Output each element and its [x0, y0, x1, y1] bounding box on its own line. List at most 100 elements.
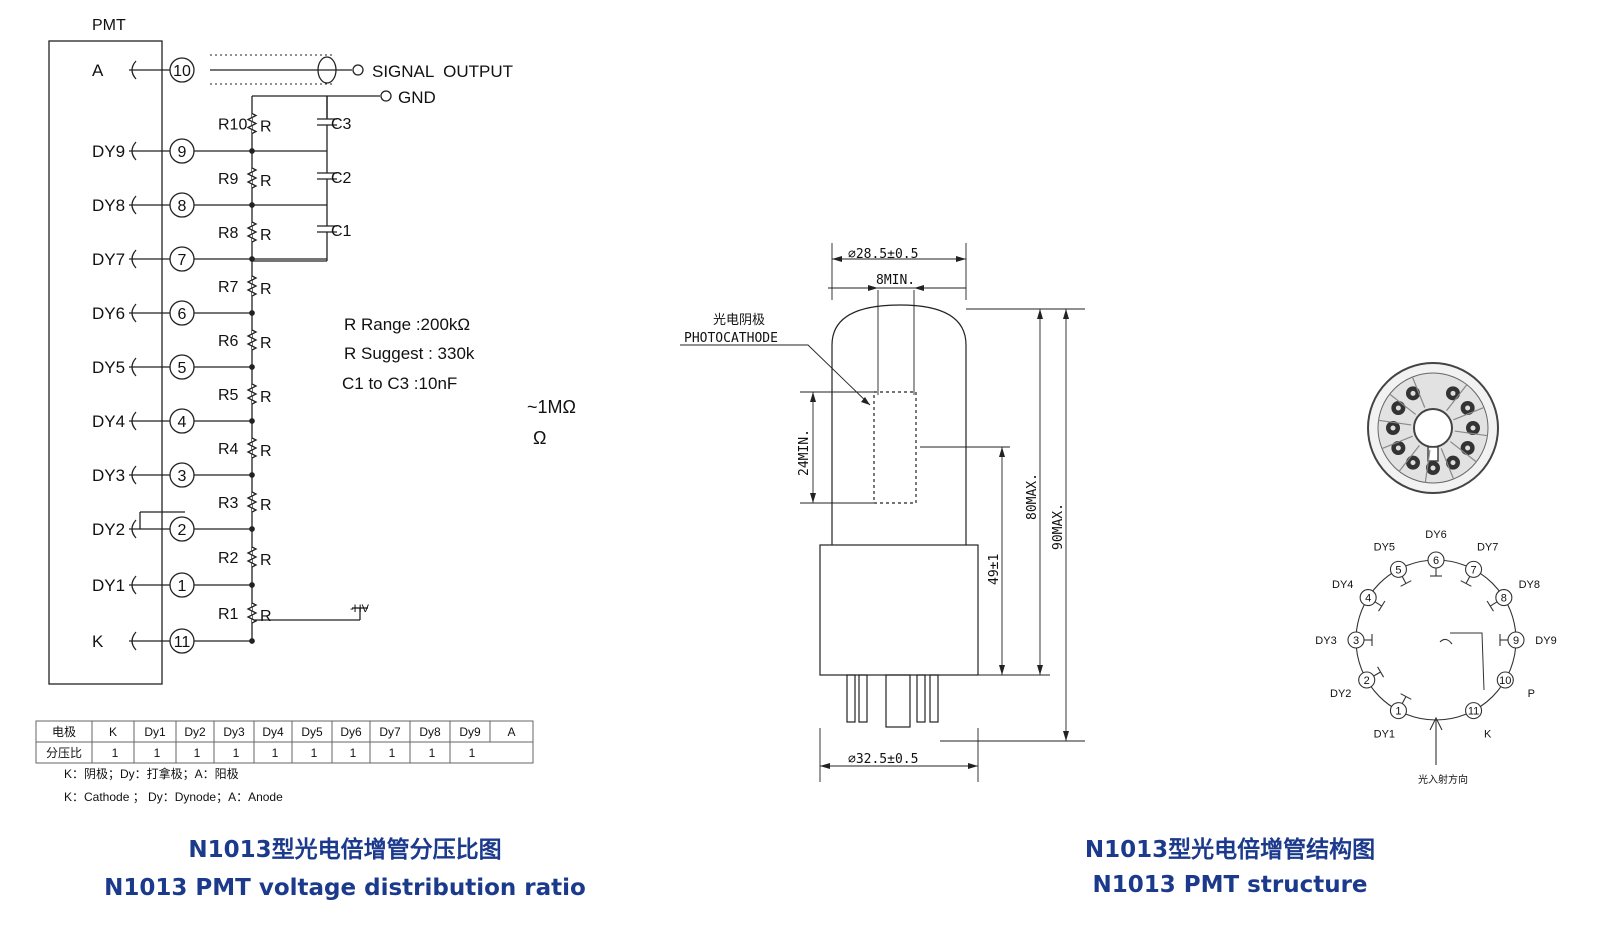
pinout-pin-number: 10 — [1499, 675, 1511, 687]
pinout-pin-number: 8 — [1501, 593, 1507, 605]
glass-envelope — [831, 304, 967, 545]
tube-key — [885, 674, 911, 728]
photocathode-leader — [680, 344, 871, 406]
tube-pin — [916, 674, 926, 723]
electrode-label: DY9 — [92, 142, 125, 161]
socket-hole-center — [1395, 445, 1401, 451]
socket-image — [1367, 362, 1499, 494]
tube-base — [819, 544, 979, 676]
coax-shield — [317, 56, 337, 84]
pinout-pin-number: 3 — [1353, 635, 1359, 647]
dim-8min: 8MIN. — [876, 273, 915, 288]
resistor-label: R2 — [218, 550, 239, 567]
tube-pin — [846, 674, 856, 723]
table-header-cell: 电极 — [52, 725, 76, 739]
hv-label: -HV — [350, 603, 370, 615]
junction-dot — [249, 310, 255, 316]
socket-hole-center — [1395, 405, 1401, 411]
dynode-stub — [1489, 601, 1498, 607]
pinout-pin-label: DY8 — [1519, 579, 1540, 591]
dim-80max: 80MAX. — [1025, 473, 1040, 520]
pin-number: 6 — [178, 306, 187, 323]
gnd-terminal — [380, 90, 392, 102]
extra-resistance: ~1MΩ — [527, 397, 576, 417]
table-header-cell: Dy7 — [379, 725, 401, 739]
socket-rib — [1440, 448, 1455, 480]
pinout-pin-label: DY2 — [1330, 688, 1351, 700]
socket-rib — [1454, 430, 1488, 437]
pinout-pin-label: DY7 — [1477, 541, 1498, 553]
pin-circle — [169, 57, 195, 83]
junction-dot — [249, 472, 255, 478]
pinout-pin-number: 7 — [1470, 564, 1476, 576]
pin-number: 9 — [178, 144, 187, 161]
resistor-label: R5 — [218, 387, 239, 404]
table-header-cell: Dy1 — [144, 725, 166, 739]
resistor-value: R — [260, 608, 272, 625]
photocathode-en: PHOTOCATHODE — [684, 331, 778, 346]
junction-dot — [249, 526, 255, 532]
tube-pin — [929, 674, 939, 723]
socket-hole-center — [1430, 465, 1436, 471]
pin-number: 7 — [178, 252, 187, 269]
table-header-cell: Dy5 — [301, 725, 323, 739]
socket-hole-center — [1470, 425, 1476, 431]
resistor-symbol — [246, 275, 258, 297]
resistor-label: R9 — [218, 171, 239, 188]
pinout-pin-circle — [1496, 671, 1514, 689]
tube-drawing — [680, 243, 1085, 782]
resistor-label: R8 — [218, 225, 239, 242]
dim-top-diameter: ∅28.5±0.5 — [848, 247, 918, 262]
anode-curve — [1439, 638, 1453, 645]
socket-hole-center — [1410, 460, 1416, 466]
resistor-symbol — [246, 546, 258, 568]
pinout-pin-circle — [1495, 589, 1513, 607]
left-caption-en: N1013 PMT voltage distribution ratio — [104, 875, 586, 901]
pin-number: 2 — [178, 522, 187, 539]
pinout-pin-label: DY9 — [1535, 635, 1556, 647]
resistor-symbol — [246, 329, 258, 351]
resistor-symbol — [246, 167, 258, 189]
socket-center-hole — [1413, 408, 1453, 448]
socket-hole-center — [1410, 390, 1416, 396]
table-ratio-cell: 1 — [350, 746, 357, 760]
extra-ohm: Ω — [533, 428, 546, 448]
electrode-label: DY4 — [92, 412, 125, 431]
pin-number: 10 — [173, 63, 191, 80]
table-header-cell: A — [507, 725, 515, 739]
socket-rib — [1453, 406, 1485, 421]
pinout-circle — [1355, 559, 1517, 721]
pin-number: 3 — [178, 468, 187, 485]
dynode-stub — [1401, 696, 1407, 704]
pinout-pin-label: DY3 — [1315, 635, 1336, 647]
anode-lead — [1450, 632, 1485, 691]
photocathode-area — [873, 391, 917, 504]
electrode-label: DY8 — [92, 196, 125, 215]
capacitor-label: C1 — [331, 223, 352, 240]
signal-output-terminal — [352, 64, 364, 76]
pinout-pin-number: 11 — [1468, 706, 1479, 718]
electrode-label: A — [92, 61, 104, 80]
resistor-label: R1 — [218, 606, 239, 623]
pinout-pin-number: 2 — [1364, 675, 1370, 687]
pmt-label: PMT — [92, 17, 126, 34]
socket-rib — [1449, 441, 1477, 463]
table-ratio-cell: 分压比 — [46, 746, 82, 760]
table-ratio-cell: 1 — [311, 746, 318, 760]
pinout-pin-circle — [1465, 702, 1483, 720]
electrode-label: DY1 — [92, 576, 125, 595]
electrode-label: K — [92, 632, 104, 651]
electrode-label: DY3 — [92, 466, 125, 485]
spec-line-2: R Suggest : 330k — [344, 344, 475, 363]
resistor-value: R — [260, 389, 272, 406]
resistor-value: R — [260, 497, 272, 514]
pmt-box — [48, 40, 163, 685]
pinout-pin-number: 9 — [1513, 635, 1519, 647]
pinout-pin-circle — [1389, 702, 1407, 720]
resistor-label: R4 — [218, 441, 239, 458]
junction-dot — [249, 638, 255, 644]
pinout-pin-label: DY5 — [1374, 541, 1395, 553]
dynode-bar — [1377, 666, 1385, 678]
spec-line-1: R Range :200kΩ — [344, 315, 470, 334]
table-note-cn: K：阴极；Dy：打拿极；A：阳极 — [64, 766, 239, 781]
